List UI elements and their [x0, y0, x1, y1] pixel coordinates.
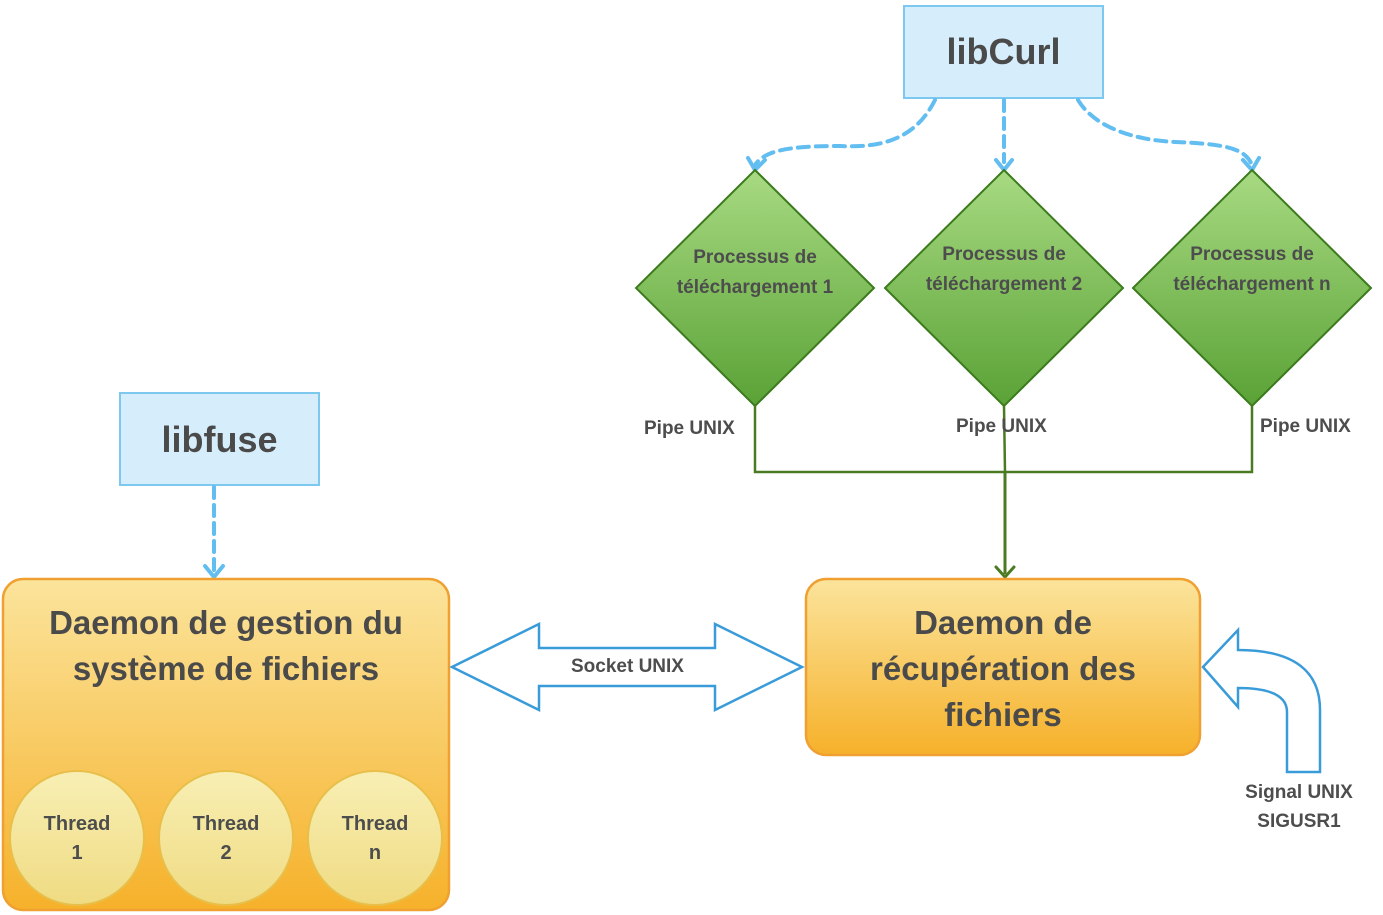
signal-label-line2: SIGUSR1 — [1257, 811, 1341, 832]
libcurl-box — [903, 5, 1104, 99]
thread-circle-1 — [9, 770, 145, 906]
pipe-main-arrowhead — [994, 565, 1016, 579]
daemon-fs-label: Daemon de gestion du système de fichiers — [49, 604, 403, 687]
process-1-label: Processus de téléchargement 1 — [676, 247, 834, 298]
process-n-label: Processus de téléchargement n — [1173, 244, 1331, 295]
signal-label-line1: Signal UNIX — [1245, 782, 1353, 803]
thread-label-n: Thread n — [341, 813, 409, 864]
thread-circle-2 — [158, 770, 294, 906]
libfuse-label: libfuse — [161, 419, 278, 460]
signal-curved-arrow — [1201, 626, 1322, 774]
process-2-label: Processus de téléchargement 2 — [925, 244, 1083, 295]
thread-circle-n — [307, 770, 443, 906]
thread-label-1: Thread 1 — [43, 813, 111, 864]
socket-double-arrow — [449, 621, 805, 713]
thread-label-2: Thread 2 — [192, 813, 260, 864]
pipe-label-2: Pipe UNIX — [956, 416, 1047, 437]
daemon-recovery-label: Daemon de récupération des fichiers — [870, 604, 1136, 733]
libcurl-label: libCurl — [946, 31, 1061, 72]
libfuse-arrowhead — [203, 564, 225, 579]
daemon-recovery-box — [804, 577, 1202, 757]
libfuse-box — [119, 392, 320, 486]
pipe-label-1: Pipe UNIX — [644, 418, 735, 439]
pipe-label-n: Pipe UNIX — [1260, 416, 1351, 437]
libcurl-dashed-arrows — [753, 98, 1254, 167]
socket-label: Socket UNIX — [571, 656, 684, 677]
